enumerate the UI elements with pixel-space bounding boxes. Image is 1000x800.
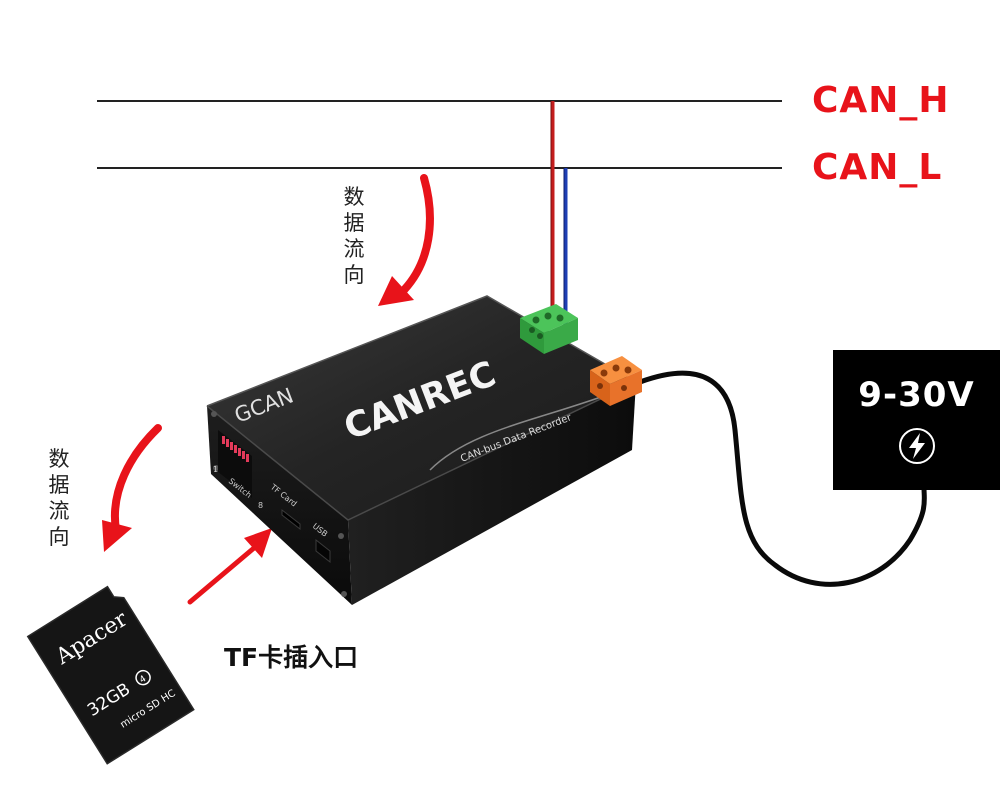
can-l-wire [563, 168, 568, 332]
data-flow-label-lower: 数 据 流 向 [44, 446, 74, 550]
dip-switch[interactable] [218, 430, 252, 498]
sd-card-class: 4 [138, 674, 148, 686]
flow-char: 数 [48, 447, 70, 471]
flow-char: 据 [343, 211, 365, 235]
device-top-face [207, 296, 636, 520]
data-flow-arrow-upper [378, 174, 434, 306]
flow-char: 流 [48, 499, 70, 523]
card-insert-arrow [187, 528, 272, 605]
flow-char: 向 [48, 525, 70, 549]
can-h-label: CAN_H [812, 80, 950, 121]
can-l-label: CAN_L [812, 147, 943, 188]
dip-switch-levers [222, 436, 249, 462]
flow-char: 向 [343, 263, 365, 287]
sd-card-class-badge [135, 669, 151, 686]
tf-card-slot[interactable] [281, 508, 301, 531]
device-side-face [348, 382, 636, 605]
tf-card-slot-label: TF卡插入口 [224, 643, 359, 672]
power-voltage-label: 9-30V [858, 375, 975, 415]
flow-char: 据 [48, 473, 70, 497]
power-terminal-block[interactable] [590, 356, 642, 406]
flow-char: 流 [343, 237, 365, 261]
power-supply-box: 9-30V [833, 350, 1000, 490]
micro-sd-card: Apacer 32GB 4 micro SD HC [26, 585, 195, 765]
usb-port[interactable] [315, 538, 331, 564]
flow-char: 数 [343, 185, 365, 209]
switch-end-label: 8 [258, 501, 263, 510]
switch-start-label: 1 [213, 465, 218, 474]
data-flow-label-upper: 数 据 流 向 [339, 184, 369, 288]
lightning-bolt-icon [899, 428, 935, 464]
power-cable [637, 370, 927, 587]
can-terminal-block[interactable] [520, 304, 578, 354]
data-flow-arrow-lower [102, 424, 162, 552]
can-h-wire [550, 101, 555, 318]
